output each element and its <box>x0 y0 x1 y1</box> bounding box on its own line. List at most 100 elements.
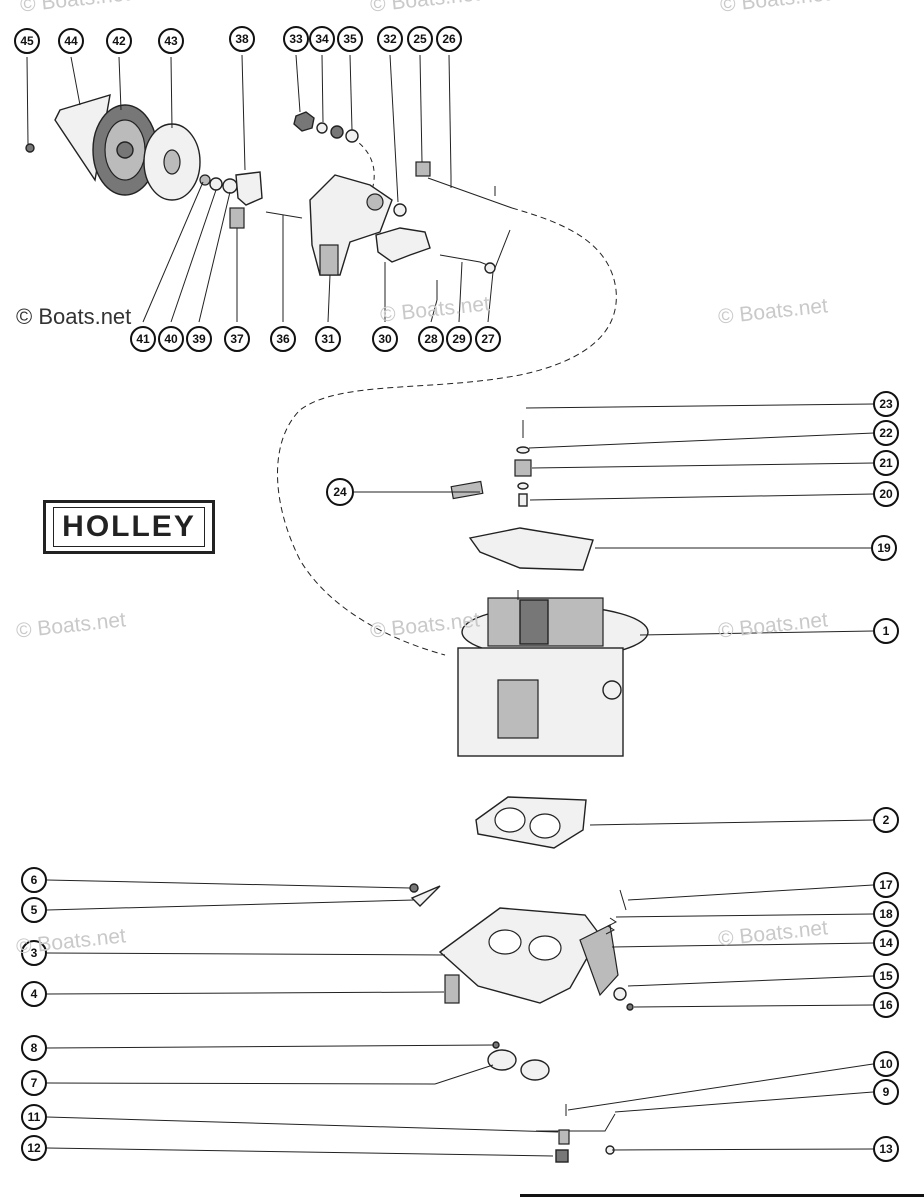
callout-20: 20 <box>873 481 899 507</box>
svg-text:38: 38 <box>235 32 249 46</box>
part-2-base-gasket <box>475 796 587 849</box>
svg-text:33: 33 <box>289 32 303 46</box>
callout-39: 39 <box>186 326 212 352</box>
svg-text:18: 18 <box>879 907 893 921</box>
svg-text:32: 32 <box>383 32 397 46</box>
svg-text:28: 28 <box>424 332 438 346</box>
svg-text:3: 3 <box>31 946 38 960</box>
holley-label-box: HOLLEY <box>43 500 215 554</box>
svg-text:26: 26 <box>442 32 456 46</box>
callout-18: 18 <box>873 901 899 927</box>
svg-text:41: 41 <box>136 332 150 346</box>
svg-text:37: 37 <box>230 332 244 346</box>
part-31-choke-body <box>309 174 393 276</box>
callout-5: 5 <box>21 897 47 923</box>
svg-text:43: 43 <box>164 34 178 48</box>
callout-6: 6 <box>21 867 47 893</box>
parts-39-41-washers <box>199 174 238 194</box>
callout-45: 45 <box>14 28 40 54</box>
svg-text:4: 4 <box>31 987 38 1001</box>
callout-15: 15 <box>873 963 899 989</box>
callout-43: 43 <box>158 28 184 54</box>
callout-40: 40 <box>158 326 184 352</box>
parts-25-29-choke-shaft <box>415 161 513 300</box>
callout-38: 38 <box>229 26 255 52</box>
svg-text:23: 23 <box>879 397 893 411</box>
callout-14: 14 <box>873 930 899 956</box>
svg-text:44: 44 <box>64 34 78 48</box>
callout-27: 27 <box>475 326 501 352</box>
callout-34: 34 <box>309 26 335 52</box>
callout-33: 33 <box>283 26 309 52</box>
leader-lines <box>26 54 875 1157</box>
svg-text:17: 17 <box>879 878 893 892</box>
callout-17: 17 <box>873 872 899 898</box>
part-4-bushing <box>444 974 460 1004</box>
parts-33-35-nut-washers <box>293 111 359 143</box>
callout-19: 19 <box>871 535 897 561</box>
callout-32: 32 <box>377 26 403 52</box>
parts-5-6-lever-screw <box>409 883 441 907</box>
callout-2: 2 <box>873 807 899 833</box>
svg-text:22: 22 <box>879 426 893 440</box>
dashed-link-short <box>351 137 375 191</box>
callout-11: 11 <box>21 1104 47 1130</box>
callout-29: 29 <box>446 326 472 352</box>
part-36-screw <box>265 211 303 219</box>
svg-text:42: 42 <box>112 34 126 48</box>
parts-9-13-throttle-shaft <box>536 1104 616 1163</box>
callout-9: 9 <box>873 1079 899 1105</box>
callout-36: 36 <box>270 326 296 352</box>
callout-13: 13 <box>873 1136 899 1162</box>
svg-text:35: 35 <box>343 32 357 46</box>
callout-12: 12 <box>21 1135 47 1161</box>
callout-41: 41 <box>130 326 156 352</box>
svg-text:20: 20 <box>879 487 893 501</box>
part-32-washer <box>393 203 407 217</box>
holley-label: HOLLEY <box>53 507 205 547</box>
part-42-choke-housing <box>92 104 158 196</box>
callout-26: 26 <box>436 26 462 52</box>
svg-text:36: 36 <box>276 332 290 346</box>
svg-text:9: 9 <box>883 1085 890 1099</box>
part-1-carburetor-body <box>457 590 649 757</box>
callout-21: 21 <box>873 450 899 476</box>
dashed-linkage-path <box>277 207 617 656</box>
svg-text:39: 39 <box>192 332 206 346</box>
callout-4: 4 <box>21 981 47 1007</box>
footer-rule <box>520 1194 924 1197</box>
svg-text:10: 10 <box>879 1057 893 1071</box>
part-24-clip <box>450 480 484 500</box>
callout-37: 37 <box>224 326 250 352</box>
svg-text:11: 11 <box>28 1110 41 1124</box>
callout-30: 30 <box>372 326 398 352</box>
callout-16: 16 <box>873 992 899 1018</box>
parts-7-8-throttle-plates <box>487 1041 550 1081</box>
part-19-gasket <box>468 527 594 571</box>
svg-text:12: 12 <box>27 1141 41 1155</box>
svg-text:27: 27 <box>481 332 495 346</box>
callout-10: 10 <box>873 1051 899 1077</box>
watermark: © Boats.net <box>16 304 132 329</box>
svg-text:13: 13 <box>879 1142 893 1156</box>
svg-text:16: 16 <box>879 998 893 1012</box>
svg-text:7: 7 <box>31 1076 38 1090</box>
part-3-throttle-body <box>438 907 619 1004</box>
svg-text:15: 15 <box>879 969 893 983</box>
svg-text:1: 1 <box>883 624 890 638</box>
svg-text:40: 40 <box>164 332 178 346</box>
parts-15-18-screws <box>605 889 634 1011</box>
svg-text:14: 14 <box>879 936 893 950</box>
callout-23: 23 <box>873 391 899 417</box>
svg-text:45: 45 <box>20 34 34 48</box>
callout-35: 35 <box>337 26 363 52</box>
part-37-38-choke-lever <box>229 171 263 229</box>
callout-7: 7 <box>21 1070 47 1096</box>
svg-text:30: 30 <box>378 332 392 346</box>
callout-44: 44 <box>58 28 84 54</box>
callout-28: 28 <box>418 326 444 352</box>
svg-text:6: 6 <box>31 873 38 887</box>
callout-42: 42 <box>106 28 132 54</box>
callout-1: 1 <box>873 618 899 644</box>
